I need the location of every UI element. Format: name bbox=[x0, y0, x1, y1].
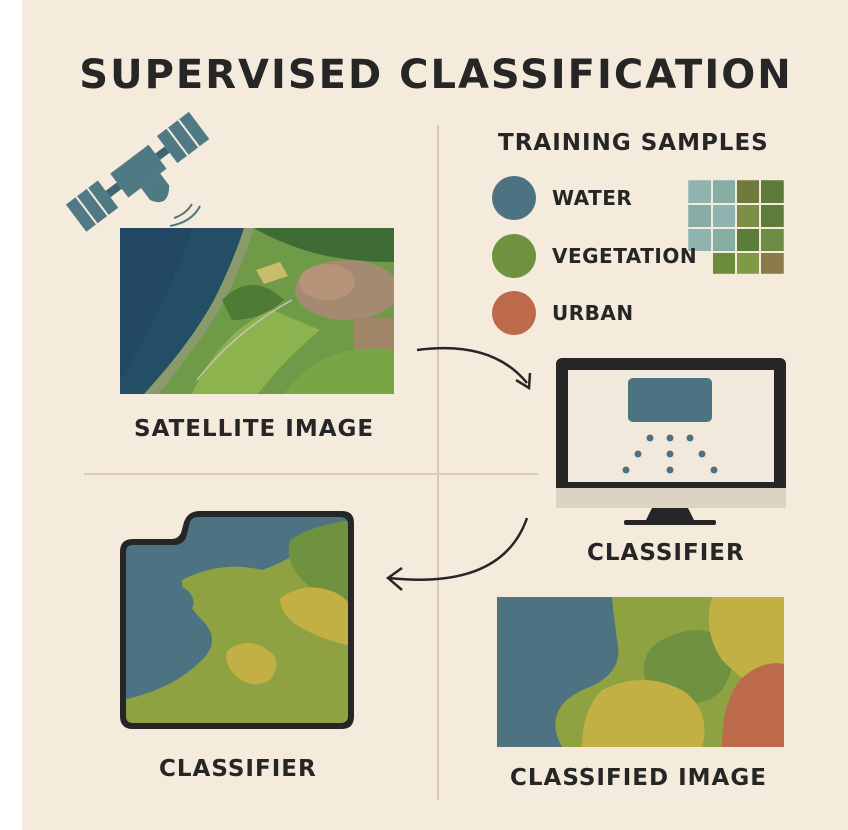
arrow-head bbox=[515, 372, 532, 391]
class-item-water: WATER bbox=[492, 174, 692, 222]
classifier-map bbox=[120, 511, 354, 729]
signal-wave bbox=[169, 205, 201, 227]
class-label-vegetation: VEGETATION bbox=[552, 244, 698, 268]
arrow-head bbox=[385, 566, 403, 591]
class-label-urban: URBAN bbox=[552, 301, 634, 325]
class-label-water: WATER bbox=[552, 186, 633, 210]
signal-wave bbox=[173, 203, 193, 219]
diagram-canvas: SUPERVISED CLASSIFICATION SATELLITE IMAG… bbox=[22, 0, 848, 830]
sample-grid-icon bbox=[687, 179, 785, 275]
classifier-label: CLASSIFIER bbox=[587, 540, 745, 566]
classifier-map-label: CLASSIFIER bbox=[159, 756, 317, 782]
vegetation-swatch bbox=[492, 234, 536, 278]
satellite-image-label: SATELLITE IMAGE bbox=[134, 416, 375, 442]
urban-swatch bbox=[492, 291, 536, 335]
water-swatch bbox=[492, 176, 536, 220]
class-item-vegetation: VEGETATION bbox=[492, 232, 697, 280]
classified-image bbox=[497, 597, 784, 747]
training-samples-title: TRAINING SAMPLES bbox=[498, 130, 769, 156]
arrow-to-classifier bbox=[416, 346, 528, 384]
satellite-image bbox=[120, 228, 394, 394]
page-title: SUPERVISED CLASSIFICATION bbox=[79, 52, 793, 98]
arrow-to-map bbox=[388, 517, 529, 581]
class-item-urban: URBAN bbox=[492, 289, 692, 337]
classified-image-label: CLASSIFIED IMAGE bbox=[510, 765, 767, 791]
satellite-icon bbox=[65, 111, 210, 232]
diagram-graphics bbox=[65, 111, 786, 800]
monitor-icon bbox=[556, 358, 786, 525]
